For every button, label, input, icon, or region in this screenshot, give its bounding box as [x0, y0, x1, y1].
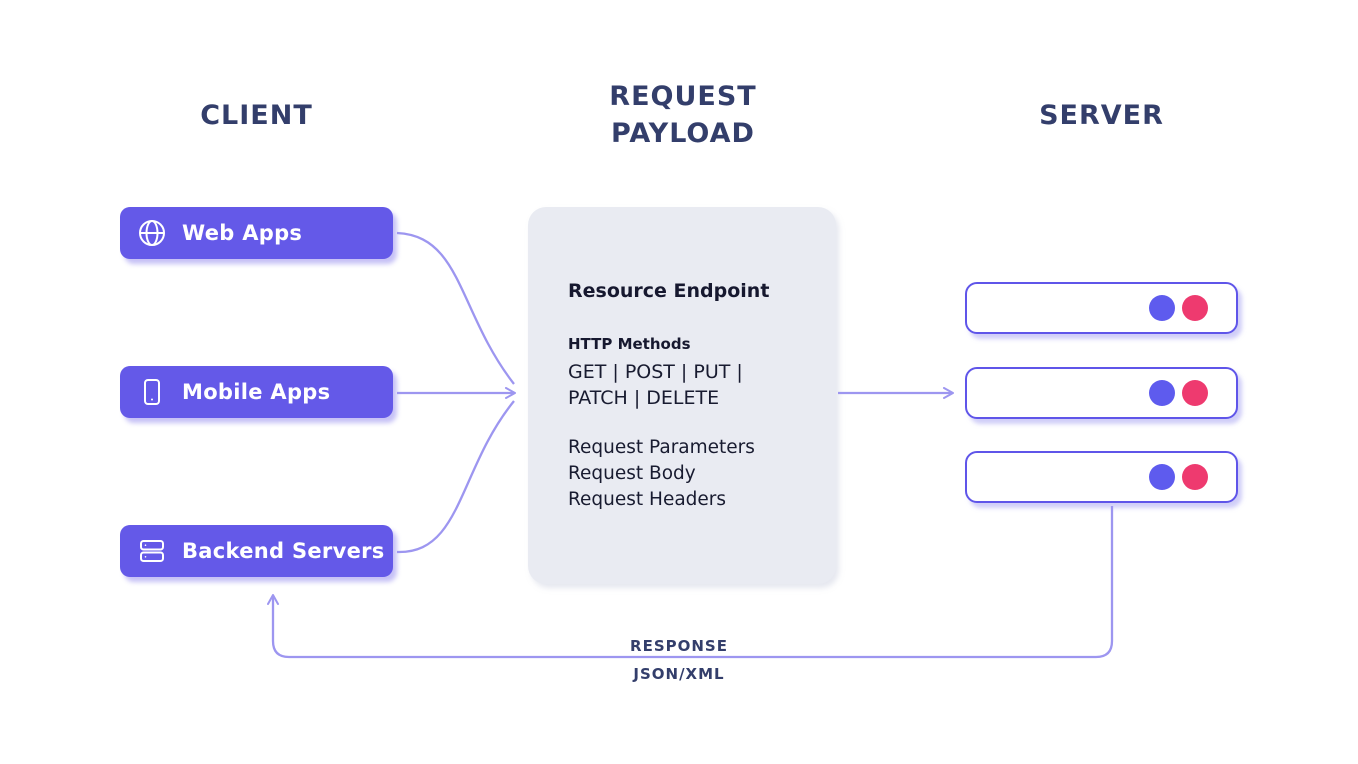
status-dot-pink	[1182, 380, 1208, 406]
client-node-mobile-apps: Mobile Apps	[120, 366, 393, 418]
status-dot-blue	[1149, 380, 1175, 406]
server-node	[965, 451, 1238, 503]
client-node-web-apps: Web Apps	[120, 207, 393, 259]
response-format-label: JSON/XML	[633, 665, 725, 683]
payload-item: Request Headers	[568, 489, 727, 510]
status-dot-blue	[1149, 464, 1175, 490]
client-node-label: Web Apps	[182, 221, 303, 245]
server-node	[965, 282, 1238, 334]
resource-endpoint-title: Resource Endpoint	[568, 280, 770, 302]
server-column-header: SERVER	[1039, 100, 1164, 131]
payload-item: Request Parameters	[568, 437, 755, 458]
request-payload-column-header: REQUEST PAYLOAD	[609, 81, 757, 149]
http-methods-line: GET | POST | PUT |	[568, 361, 743, 383]
http-methods-line: PATCH | DELETE	[568, 387, 720, 409]
client-node-label: Backend Servers	[182, 539, 385, 563]
status-dot-pink	[1182, 464, 1208, 490]
globe-icon	[137, 218, 167, 248]
status-dot-blue	[1149, 295, 1175, 321]
arrow-web-to-payload	[396, 231, 515, 385]
status-dot-pink	[1182, 295, 1208, 321]
http-methods-label: HTTP Methods	[568, 335, 691, 353]
client-node-backend-servers: Backend Servers	[120, 525, 393, 577]
arrow-backend-to-payload	[396, 400, 515, 554]
server-node	[965, 367, 1238, 419]
client-column-header: CLIENT	[200, 100, 313, 131]
payload-item: Request Body	[568, 463, 696, 484]
response-label: RESPONSE	[630, 637, 728, 655]
request-payload-box: Resource Endpoint HTTP Methods GET | POS…	[528, 207, 836, 584]
server-stack-icon	[137, 536, 167, 566]
mobile-icon	[137, 377, 167, 407]
client-node-label: Mobile Apps	[182, 380, 331, 404]
